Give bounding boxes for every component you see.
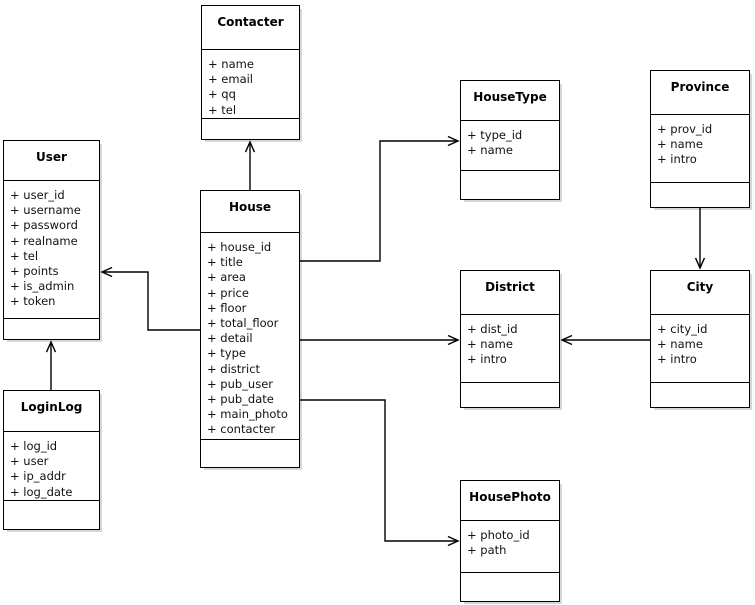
uml-attribute: + name [467,337,513,352]
uml-attribute: + total_floor [207,316,279,331]
uml-attribute: + dist_id [467,322,518,336]
uml-relation-house-to-contacter[interactable] [244,140,256,190]
uml-attribute-compartment-province: + prov_id+ name+ intro [651,115,749,183]
uml-attribute: + type_id [467,128,523,142]
uml-operation-compartment-housephoto [461,573,559,591]
uml-relation-loginlog-to-user[interactable] [45,340,57,390]
uml-attribute: + main_photo [207,407,288,422]
relation-arrowhead-open-icon [694,257,706,270]
uml-attribute: + house_id [207,240,272,254]
uml-attribute: + email [208,72,254,87]
uml-attribute: + realname [10,233,78,248]
uml-attribute: + user_id [10,188,65,202]
uml-attribute-compartment-housephoto: + photo_id+ path [461,521,559,573]
uml-operation-compartment-district [461,383,559,401]
uml-attribute: + user [10,454,49,469]
uml-relation-city-to-district[interactable] [560,334,650,346]
relation-arrowhead-open-icon [244,140,256,153]
uml-operation-compartment-city [651,383,749,401]
uml-attribute: + name [208,57,254,71]
uml-attribute: + ip_addr [10,469,66,484]
uml-attribute: + tel [208,102,237,117]
uml-class-city[interactable]: City+ city_id+ name+ intro [650,270,750,408]
relation-line [102,271,200,331]
uml-attribute: + area [207,270,246,285]
uml-attribute: + username [10,203,81,218]
uml-attribute: + is_admin [10,279,75,294]
uml-class-house[interactable]: House+ house_id+ title+ area+ price+ flo… [200,190,300,468]
uml-operation-compartment-contacter [202,119,299,137]
uml-class-name-user: User [4,141,99,181]
uml-attribute: + qq [208,87,236,102]
uml-attribute: + name [657,137,703,152]
relation-arrowhead-open-icon [100,266,113,278]
uml-relation-house-to-housephoto[interactable] [300,399,460,547]
uml-class-contacter[interactable]: Contacter+ name+ email+ qq+ tel [201,5,300,140]
uml-attribute: + photo_id [467,528,530,542]
relation-arrowhead-open-icon [447,535,460,547]
uml-attribute: + type [207,346,246,361]
uml-class-name-city: City [651,271,749,315]
uml-attribute: + name [467,143,513,158]
uml-class-name-loginlog: LoginLog [4,391,99,432]
relation-arrowhead-open-icon [447,135,460,147]
uml-attribute: + detail [207,331,253,346]
uml-attribute: + city_id [657,322,708,336]
uml-attribute-compartment-city: + city_id+ name+ intro [651,315,749,383]
uml-attribute: + points [10,264,59,279]
uml-attribute: + contacter [207,422,276,437]
uml-attribute-compartment-district: + dist_id+ name+ intro [461,315,559,383]
uml-attribute-compartment-user: + user_id+ username+ password+ realname+… [4,181,99,319]
uml-class-loginlog[interactable]: LoginLog+ log_id+ user+ ip_addr+ log_dat… [3,390,100,530]
uml-operation-compartment-province [651,183,749,201]
uml-attribute-compartment-contacter: + name+ email+ qq+ tel [202,50,299,119]
relation-line [300,140,458,262]
uml-class-name-housetype: HouseType [461,81,559,121]
uml-attribute: + price [207,285,249,300]
uml-operation-compartment-house [201,440,299,458]
uml-attribute: + log_date [10,484,73,499]
uml-relation-province-to-city[interactable] [694,208,706,270]
uml-attribute-compartment-loginlog: + log_id+ user+ ip_addr+ log_date [4,432,99,501]
uml-attribute: + password [10,218,78,233]
uml-attribute-compartment-housetype: + type_id+ name [461,121,559,171]
uml-class-name-house: House [201,191,299,233]
uml-attribute: + intro [467,352,507,367]
uml-class-province[interactable]: Province+ prov_id+ name+ intro [650,70,750,208]
uml-class-user[interactable]: User+ user_id+ username+ password+ realn… [3,140,100,340]
uml-attribute: + floor [207,300,247,315]
uml-attribute: + intro [657,352,697,367]
uml-class-housephoto[interactable]: HousePhoto+ photo_id+ path [460,480,560,602]
uml-class-name-contacter: Contacter [202,6,299,50]
uml-attribute: + district [207,361,261,376]
uml-class-name-province: Province [651,71,749,115]
uml-operation-compartment-user [4,319,99,337]
uml-attribute: + name [657,337,703,352]
uml-attribute: + log_id [10,439,58,453]
uml-attribute: + pub_user [207,376,274,391]
uml-class-name-housephoto: HousePhoto [461,481,559,521]
uml-attribute: + token [10,294,56,309]
uml-class-name-district: District [461,271,559,315]
uml-operation-compartment-housetype [461,171,559,189]
uml-attribute-compartment-house: + house_id+ title+ area+ price+ floor+ t… [201,233,299,440]
relation-arrowhead-open-icon [45,340,57,353]
relation-arrowhead-open-icon [447,334,460,346]
uml-attribute: + intro [657,152,697,167]
uml-relation-house-to-user[interactable] [100,266,200,331]
uml-attribute: + prov_id [657,122,713,136]
uml-class-district[interactable]: District+ dist_id+ name+ intro [460,270,560,408]
uml-attribute: + path [467,543,507,558]
uml-relation-house-to-housetype[interactable] [300,135,460,262]
uml-attribute: + pub_date [207,392,274,407]
relation-arrowhead-open-icon [560,334,573,346]
uml-operation-compartment-loginlog [4,501,99,519]
uml-attribute: + title [207,255,243,270]
uml-attribute: + tel [10,248,39,263]
relation-line [300,399,458,542]
uml-relation-house-to-district[interactable] [300,334,460,346]
uml-class-housetype[interactable]: HouseType+ type_id+ name [460,80,560,200]
